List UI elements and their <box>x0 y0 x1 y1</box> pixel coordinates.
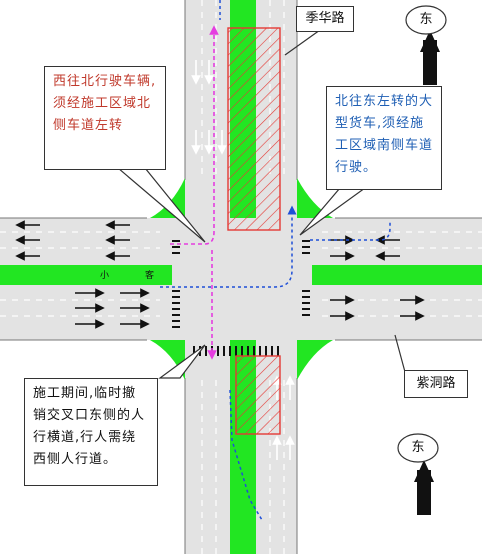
north-arrow-bottom <box>414 460 434 515</box>
north-arrow-top <box>420 30 440 85</box>
route-west-to-north <box>170 25 219 245</box>
callout-west-to-north: 西往北行驶车辆,须经施工区域北侧车道左转 <box>44 66 166 170</box>
compass-label-top: 东 <box>419 12 433 27</box>
route-south-detour <box>229 389 263 521</box>
lane-text-passenger: 客 <box>145 269 154 281</box>
road-label-east-west: 紫洞路 <box>404 370 468 398</box>
callout-pedestrian: 施工期间,临时撤销交叉口东侧的人行横道,行人需绕西侧人行道。 <box>24 378 158 486</box>
route-east-detour <box>310 222 391 241</box>
route-north-to-east <box>160 0 292 288</box>
compass-label-bottom: 东 <box>411 440 425 455</box>
compass-circle-top <box>405 5 447 35</box>
road-label-north-south: 季华路 <box>296 6 354 32</box>
compass-circle-bottom <box>397 433 439 463</box>
construction-zones <box>227 27 281 435</box>
lane-text-small: 小 <box>100 270 109 281</box>
callout-north-to-east: 北往东左转的大型货车,须经施工区域南侧车道行驶。 <box>326 86 442 190</box>
